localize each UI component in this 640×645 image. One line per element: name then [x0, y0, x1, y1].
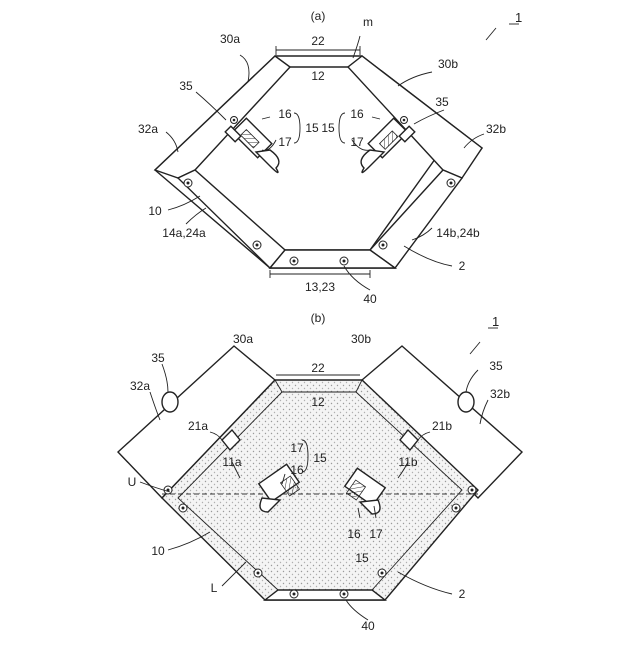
- label-2-a: 2: [459, 259, 466, 273]
- label-17-left-a: 17: [278, 135, 292, 149]
- label-U: U: [128, 475, 137, 489]
- label-32a-a: 32a: [138, 122, 158, 136]
- label-10-b: 10: [151, 544, 165, 558]
- label-32b-b: 32b: [490, 387, 510, 401]
- label-22-b: 22: [311, 361, 325, 375]
- label-16-right-b: 16: [347, 527, 361, 541]
- figure-a-caption: (a): [311, 9, 326, 23]
- ref-1-b: 1: [492, 314, 499, 329]
- label-12-a: 12: [311, 69, 325, 83]
- label-40-b: 40: [361, 619, 375, 633]
- label-12-b: 12: [311, 395, 325, 409]
- label-14a-24a: 14a,24a: [162, 226, 206, 240]
- knob-35-left: [162, 392, 178, 412]
- label-35-left-a: 35: [179, 79, 193, 93]
- label-17-left-b: 17: [290, 441, 304, 455]
- label-10-a: 10: [148, 204, 162, 218]
- label-22-a: 22: [311, 34, 325, 48]
- label-11b: 11b: [398, 455, 417, 469]
- label-15-right-a: 15: [321, 121, 335, 135]
- knob-35-right: [458, 392, 474, 412]
- label-16-left-a: 16: [278, 107, 292, 121]
- label-32b-a: 32b: [486, 122, 506, 136]
- label-40-a: 40: [363, 292, 377, 306]
- figure-b: (b): [118, 311, 522, 633]
- label-L: L: [211, 581, 218, 595]
- label-15-right-b: 15: [355, 551, 369, 565]
- label-16-left-b: 16: [290, 463, 304, 477]
- figure-b-caption: (b): [311, 311, 326, 325]
- figure-a: (a): [138, 9, 522, 306]
- label-30b-b: 30b: [351, 332, 371, 346]
- label-m: m: [363, 15, 373, 29]
- label-30a-a: 30a: [220, 32, 240, 46]
- label-17-right-a: 17: [350, 135, 364, 149]
- label-14b-24b: 14b,24b: [436, 226, 480, 240]
- label-32a-b: 32a: [130, 379, 150, 393]
- label-15-left-b: 15: [313, 451, 327, 465]
- label-13-23: 13,23: [305, 280, 335, 294]
- label-35-left-b: 35: [151, 351, 165, 365]
- label-35-right-b: 35: [489, 359, 503, 373]
- label-17-right-b: 17: [369, 527, 383, 541]
- bottom-strip-b: [265, 590, 385, 600]
- label-21a: 21a: [188, 419, 208, 433]
- label-21b: 21b: [432, 419, 452, 433]
- label-30a-b: 30a: [233, 332, 253, 346]
- label-16-right-a: 16: [350, 107, 364, 121]
- ref-1-a: 1: [515, 10, 522, 25]
- label-15-left-a: 15: [305, 121, 319, 135]
- label-11a: 11a: [222, 455, 241, 469]
- label-2-b: 2: [459, 587, 466, 601]
- label-30b-a: 30b: [438, 57, 458, 71]
- label-35-right-a: 35: [435, 95, 449, 109]
